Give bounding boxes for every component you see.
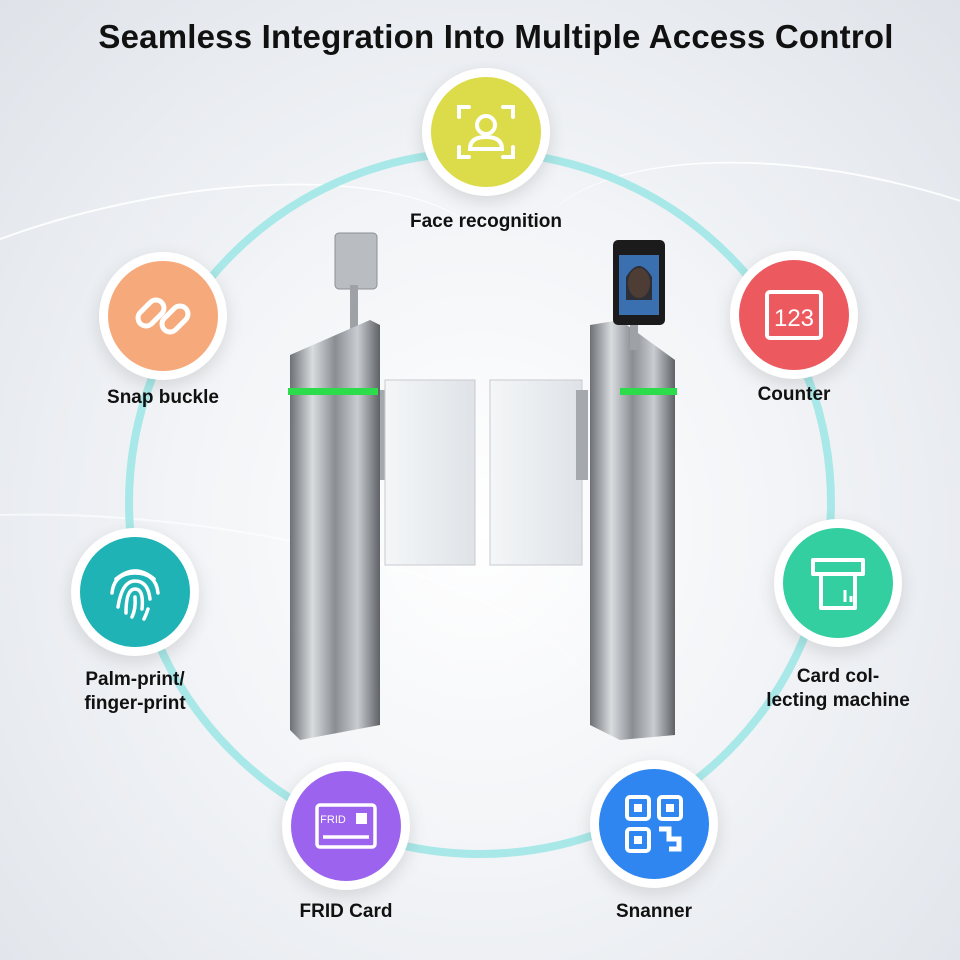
turnstile-gate-illustration (288, 232, 677, 740)
right-led-strip (620, 388, 677, 395)
feature-label: Snap buckle (107, 387, 219, 408)
snap-disc (108, 261, 218, 371)
fingerprint-disc (80, 537, 190, 647)
frid-disc: FRID (291, 771, 401, 881)
face-scan-icon (457, 105, 515, 159)
page-title: Seamless Integration Into Multiple Acces… (98, 18, 894, 55)
face-disc (431, 77, 541, 187)
card-collect-disc (783, 528, 893, 638)
scanner-disc (599, 769, 709, 879)
feature-label: Face recognition (409, 211, 563, 232)
qr-code-icon (625, 795, 683, 853)
left-led-strip (288, 388, 378, 395)
feature-label: Snanner (615, 901, 693, 922)
feature-label: Card col- lecting machine (766, 666, 910, 711)
svg-text:123: 123 (774, 305, 814, 332)
chain-link-icon (135, 297, 191, 335)
feature-label: Palm-print/ finger-print (84, 669, 186, 714)
feature-label: FRID Card (299, 901, 393, 922)
frid-card-icon: FRID (315, 803, 377, 849)
card-slot-icon (811, 558, 865, 610)
counter-123-icon: 123 (765, 290, 823, 340)
feature-label: Counter (757, 384, 831, 405)
counter-disc: 123 (739, 260, 849, 370)
fingerprint-icon (110, 569, 160, 621)
svg-text:FRID: FRID (320, 814, 346, 826)
